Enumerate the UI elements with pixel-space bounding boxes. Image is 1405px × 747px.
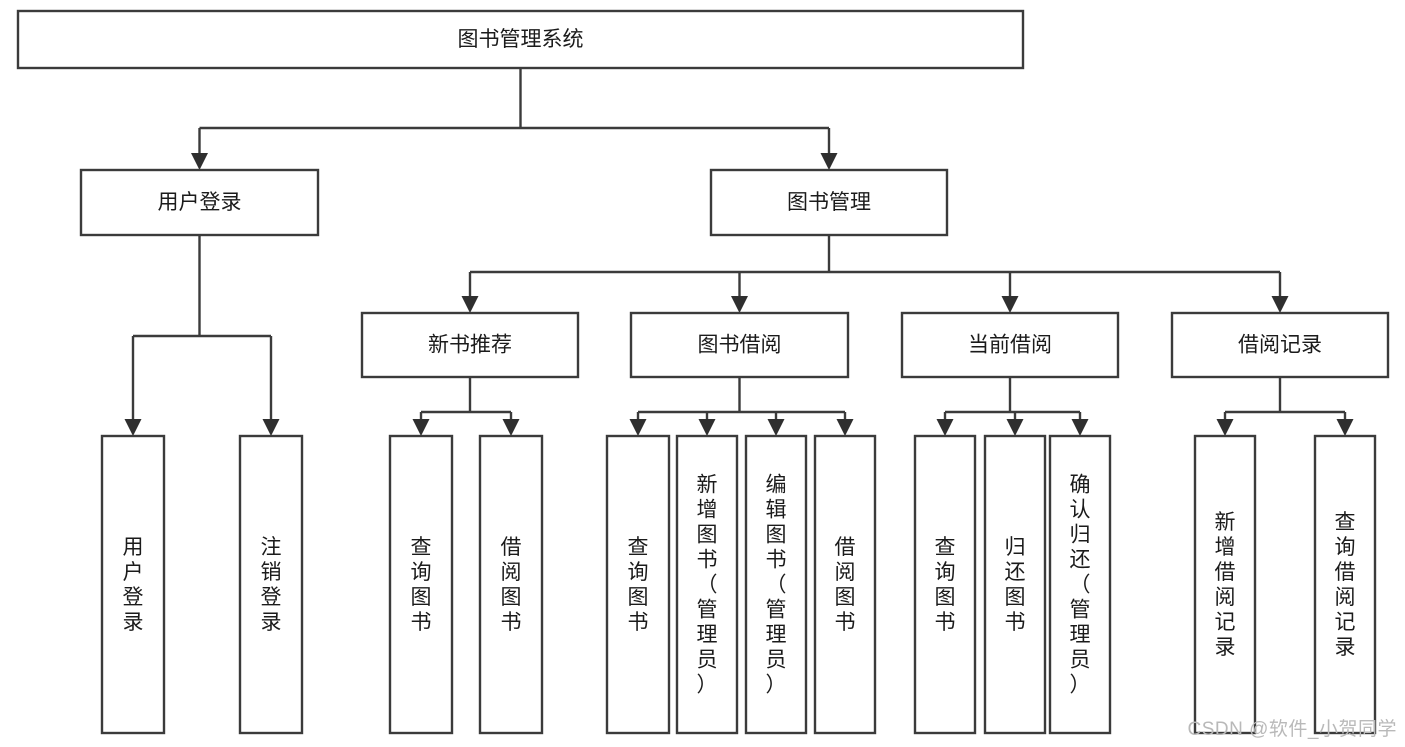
node-leaf-借阅图书[interactable]: 借阅图书 xyxy=(478,434,544,735)
node-label: 当前借阅 xyxy=(968,334,1052,357)
arrow-head-icon xyxy=(124,419,142,436)
node-label: 查询图书 xyxy=(935,536,956,634)
arrow-head-icon xyxy=(820,153,838,170)
node-box xyxy=(360,311,580,379)
arrow-head-icon xyxy=(836,419,854,436)
node-label: 确认归还（管理员） xyxy=(1070,474,1091,697)
node-box xyxy=(605,434,671,735)
arrow-head-icon xyxy=(262,419,280,436)
node-box xyxy=(1193,434,1257,735)
node-leaf-查询图书[interactable]: 查询图书 xyxy=(605,434,671,735)
arrow-head-icon xyxy=(191,153,208,170)
node-box xyxy=(900,311,1120,379)
node-leaf-注销登录[interactable]: 注销登录 xyxy=(238,434,304,735)
node-box xyxy=(388,434,454,735)
node-box xyxy=(238,434,304,735)
node-level2-借阅记录[interactable]: 借阅记录 xyxy=(1170,311,1390,379)
node-level1-图书管理[interactable]: 图书管理 xyxy=(709,168,949,237)
csdn-watermark: CSDN @软件_小贺同学 xyxy=(1187,719,1397,740)
node-leaf-借阅图书[interactable]: 借阅图书 xyxy=(813,434,877,735)
arrow-head-icon xyxy=(1001,296,1019,313)
node-box xyxy=(983,434,1047,735)
node-leaf-编辑图书管理员[interactable]: 编辑图书（管理员） xyxy=(744,434,808,735)
node-leaf-归还图书[interactable]: 归还图书 xyxy=(983,434,1047,735)
arrow-head-icon xyxy=(767,419,785,436)
arrow-head-icon xyxy=(1336,419,1354,436)
node-box xyxy=(913,434,977,735)
arrow-head-icon xyxy=(698,419,716,436)
node-label: 归还图书 xyxy=(1005,536,1026,634)
node-box xyxy=(100,434,166,735)
arrow-head-icon xyxy=(461,296,479,313)
arrow-head-icon xyxy=(1216,419,1234,436)
arrow-head-icon xyxy=(1006,419,1024,436)
connector-records-to-leaves xyxy=(1216,377,1354,436)
node-leaf-新增图书管理员[interactable]: 新增图书（管理员） xyxy=(675,434,739,735)
node-leaf-查询图书[interactable]: 查询图书 xyxy=(913,434,977,735)
node-box xyxy=(478,434,544,735)
node-level2-新书推荐[interactable]: 新书推荐 xyxy=(360,311,580,379)
connector-books-to-level2 xyxy=(461,235,1289,313)
node-leaf-查询图书[interactable]: 查询图书 xyxy=(388,434,454,735)
arrow-head-icon xyxy=(1071,419,1089,436)
node-level2-当前借阅[interactable]: 当前借阅 xyxy=(900,311,1120,379)
arrow-head-icon xyxy=(1271,296,1289,313)
node-root-图书管理系统[interactable]: 图书管理系统 xyxy=(16,9,1025,70)
node-label: 图书管理 xyxy=(787,191,871,214)
node-label: 编辑图书（管理员） xyxy=(766,474,787,697)
node-label: 查询借阅记录 xyxy=(1335,511,1356,659)
arrow-head-icon xyxy=(502,419,520,436)
node-label: 查询图书 xyxy=(411,536,432,634)
connector-newbooks-to-leaves xyxy=(412,377,520,436)
connectors-layer xyxy=(124,68,1354,436)
node-label: 用户登录 xyxy=(123,536,144,634)
nodes-layer: 图书管理系统用户登录图书管理新书推荐图书借阅当前借阅借阅记录用户登录注销登录查询… xyxy=(16,9,1390,735)
node-box xyxy=(629,311,850,379)
node-box xyxy=(1048,434,1112,735)
node-box xyxy=(813,434,877,735)
node-box xyxy=(1313,434,1377,735)
node-box xyxy=(16,9,1025,70)
node-level2-图书借阅[interactable]: 图书借阅 xyxy=(629,311,850,379)
node-label: 新书推荐 xyxy=(428,334,512,357)
node-leaf-新增借阅记录[interactable]: 新增借阅记录 xyxy=(1193,434,1257,735)
connector-current-to-leaves xyxy=(936,377,1089,436)
node-box xyxy=(79,168,320,237)
connector-borrow-to-leaves xyxy=(629,377,854,436)
node-label: 图书借阅 xyxy=(698,334,782,357)
node-box xyxy=(1170,311,1390,379)
arrow-head-icon xyxy=(731,296,748,313)
connector-root-to-level1 xyxy=(191,68,838,170)
node-box xyxy=(744,434,808,735)
node-label: 查询图书 xyxy=(628,536,649,634)
node-label: 注销登录 xyxy=(261,536,282,634)
node-level1-用户登录[interactable]: 用户登录 xyxy=(79,168,320,237)
node-leaf-用户登录[interactable]: 用户登录 xyxy=(100,434,166,735)
node-box xyxy=(675,434,739,735)
node-label: 新增图书（管理员） xyxy=(697,474,718,697)
node-box xyxy=(709,168,949,237)
node-label: 借阅图书 xyxy=(835,536,856,634)
arrow-head-icon xyxy=(412,419,430,436)
node-label: 新增借阅记录 xyxy=(1215,511,1236,659)
arrow-head-icon xyxy=(629,419,647,436)
arrow-head-icon xyxy=(936,419,954,436)
node-leaf-确认归还管理员[interactable]: 确认归还（管理员） xyxy=(1048,434,1112,735)
node-label: 图书管理系统 xyxy=(458,28,584,51)
node-label: 用户登录 xyxy=(158,191,242,214)
node-leaf-查询借阅记录[interactable]: 查询借阅记录 xyxy=(1313,434,1377,735)
node-label: 借阅图书 xyxy=(501,536,522,634)
connector-login-to-leaves xyxy=(124,235,280,436)
node-label: 借阅记录 xyxy=(1238,334,1322,357)
